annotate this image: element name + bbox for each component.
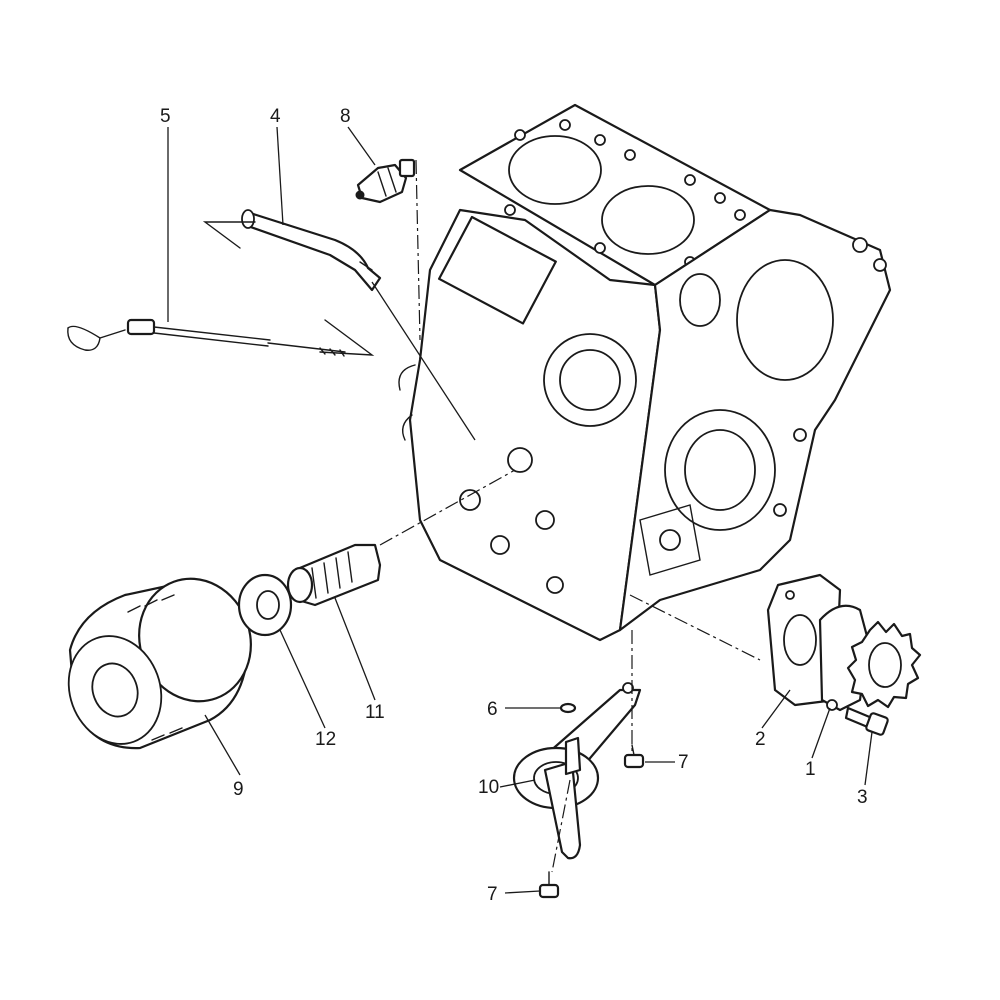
callout-7-lower: 7 [487,884,498,905]
arrow-indicator [202,221,256,249]
callout-6: 6 [487,699,498,720]
callout-5: 5 [160,106,171,127]
leader-line [499,779,536,788]
callout-3: 3 [857,787,868,808]
assembly-line [379,469,516,546]
leader-line [204,714,241,776]
leader-line [761,689,791,729]
oil-pressure-switch [355,158,416,204]
dipstick [67,318,346,357]
dipstick-guide-pipe [241,209,382,292]
callout-10: 10 [478,777,499,798]
leader-line [347,126,376,166]
assembly-line [551,779,571,873]
nut [237,573,293,637]
screw-upper [623,744,645,769]
callout-8: 8 [340,106,351,127]
callout-11: 11 [365,702,385,723]
cylinder-block [398,103,892,642]
arrow-indicator [319,319,375,356]
bolt [844,706,889,736]
leader-line [811,707,831,759]
assembly-line [371,281,476,441]
oil-pump [818,604,922,712]
callout-9: 9 [233,779,244,800]
oil-strainer [512,682,642,860]
assembly-line [415,159,421,341]
o-ring [559,702,577,714]
callout-12: 12 [315,729,336,750]
oil-filter [67,577,252,750]
callout-2: 2 [755,729,766,750]
leader-line [864,731,873,786]
callout-1: 1 [805,759,816,780]
leader-line [276,126,284,226]
screw-lower [538,871,560,899]
leader-line [334,597,376,701]
leader-line [504,890,541,894]
leader-line [279,629,326,729]
callout-7-upper: 7 [678,752,689,773]
relief-valve [286,543,382,607]
callout-4: 4 [270,106,281,127]
